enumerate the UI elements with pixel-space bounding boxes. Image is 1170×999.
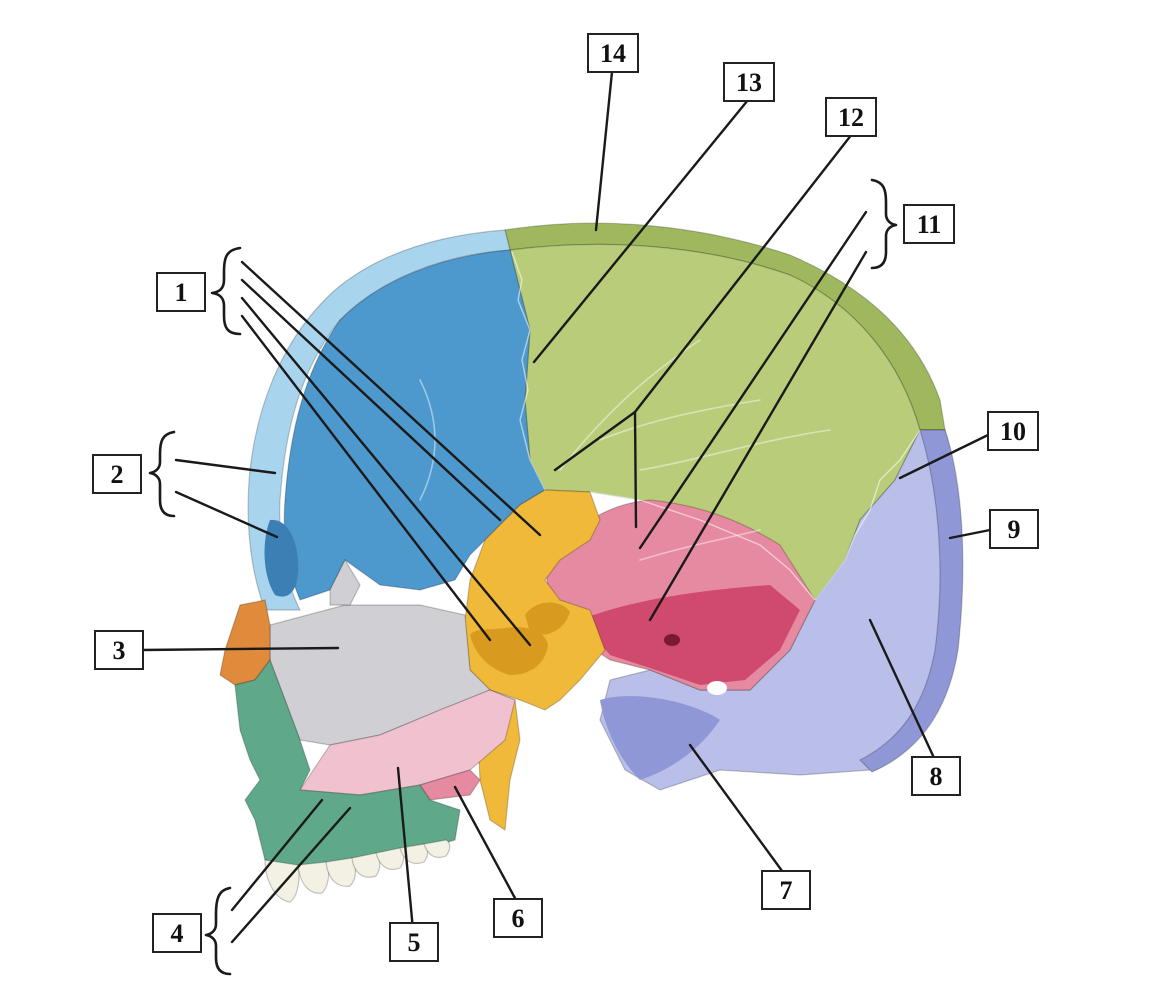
label-box-11: 11	[903, 204, 955, 244]
label-2: 2	[111, 460, 124, 489]
leader-line-5	[396, 766, 415, 932]
jugular-foramen	[707, 681, 727, 695]
label-7: 7	[780, 876, 793, 905]
label-9: 9	[1008, 515, 1021, 544]
leader-line-4a	[230, 798, 324, 912]
label-box-frame	[761, 870, 811, 910]
leader-line-10	[898, 432, 992, 480]
label-box-14: 14	[587, 33, 639, 73]
tooth	[351, 852, 381, 878]
label-box-frame	[987, 411, 1039, 451]
label-box-frame	[493, 898, 543, 938]
leader-line-9	[948, 528, 992, 540]
braces	[148, 178, 898, 976]
frontal-bone	[283, 249, 546, 601]
label-10: 10	[1000, 417, 1026, 446]
label-box-frame	[911, 756, 961, 796]
leader-line-11b	[648, 250, 868, 622]
label-box-frame	[152, 913, 202, 953]
posterior-cranial-fossa	[600, 696, 720, 780]
skull-illustration	[219, 222, 964, 903]
leader-line-14	[594, 70, 614, 232]
label-box-frame	[94, 630, 144, 670]
label-box-frame	[156, 272, 206, 312]
meningeal-groove	[639, 429, 831, 471]
leader-line-4b	[230, 806, 352, 944]
label-box-2: 2	[92, 454, 142, 494]
leader-line-13	[532, 98, 750, 364]
label-1: 1	[175, 278, 188, 307]
label-box-3: 3	[94, 630, 144, 670]
label-box-frame	[825, 97, 877, 137]
leader-line-1c	[240, 296, 532, 647]
label-box-10: 10	[987, 411, 1039, 451]
brace-4	[204, 886, 232, 976]
brace-2	[148, 430, 176, 518]
maxillary-teeth	[264, 839, 451, 903]
label-box-frame	[587, 33, 639, 73]
label-boxes: 1 2 3 4 5 6 7 8	[92, 33, 1039, 962]
label-14: 14	[600, 39, 626, 68]
petrous-part-temporal	[580, 585, 800, 685]
label-box-6: 6	[493, 898, 543, 938]
occipital-bone-cut-edge	[858, 429, 964, 773]
label-13: 13	[736, 68, 762, 97]
label-8: 8	[930, 762, 943, 791]
leader-line-1b	[240, 278, 502, 522]
meningeal-groove	[599, 399, 761, 441]
label-11: 11	[917, 210, 942, 239]
label-12: 12	[838, 103, 864, 132]
brace-1	[210, 246, 242, 336]
leader-line-8	[868, 618, 937, 762]
label-box-12: 12	[825, 97, 877, 137]
label-box-9: 9	[989, 509, 1039, 549]
lambdoid-suture	[814, 429, 921, 601]
leader-line-1a	[240, 260, 542, 537]
leader-line-7	[688, 743, 787, 877]
frontal-sinus	[264, 519, 299, 597]
meningeal-groove	[639, 529, 761, 561]
label-box-frame	[989, 509, 1039, 549]
label-box-frame	[723, 62, 775, 102]
label-box-7: 7	[761, 870, 811, 910]
leader-line-2b	[174, 490, 279, 539]
internal-acoustic-meatus	[664, 634, 680, 646]
leader-line-12b	[633, 410, 638, 529]
tooth	[325, 857, 357, 887]
label-box-1: 1	[156, 272, 206, 312]
tooth	[297, 861, 330, 894]
label-4: 4	[171, 919, 184, 948]
leader-line-1d	[240, 314, 492, 642]
label-3: 3	[113, 636, 126, 665]
leader-line-3	[140, 646, 340, 652]
leader-lines	[140, 70, 992, 944]
label-box-frame	[92, 454, 142, 494]
label-box-frame	[903, 204, 955, 244]
crista-galli	[329, 558, 361, 606]
label-box-5: 5	[389, 922, 439, 962]
label-box-4: 4	[152, 913, 202, 953]
label-box-8: 8	[911, 756, 961, 796]
tooth	[423, 839, 451, 859]
palatine-bone	[419, 769, 481, 801]
squamous-suture	[589, 491, 816, 601]
tooth	[264, 859, 300, 903]
label-6: 6	[512, 904, 525, 933]
label-5: 5	[408, 928, 421, 957]
leader-line-2a	[174, 458, 277, 475]
label-box-frame	[389, 922, 439, 962]
label-box-13: 13	[723, 62, 775, 102]
brace-11	[870, 178, 898, 270]
sella-turcica	[525, 602, 570, 635]
coronal-suture	[511, 251, 546, 491]
leader-line-11a	[638, 210, 868, 550]
leader-line-6	[453, 785, 518, 902]
